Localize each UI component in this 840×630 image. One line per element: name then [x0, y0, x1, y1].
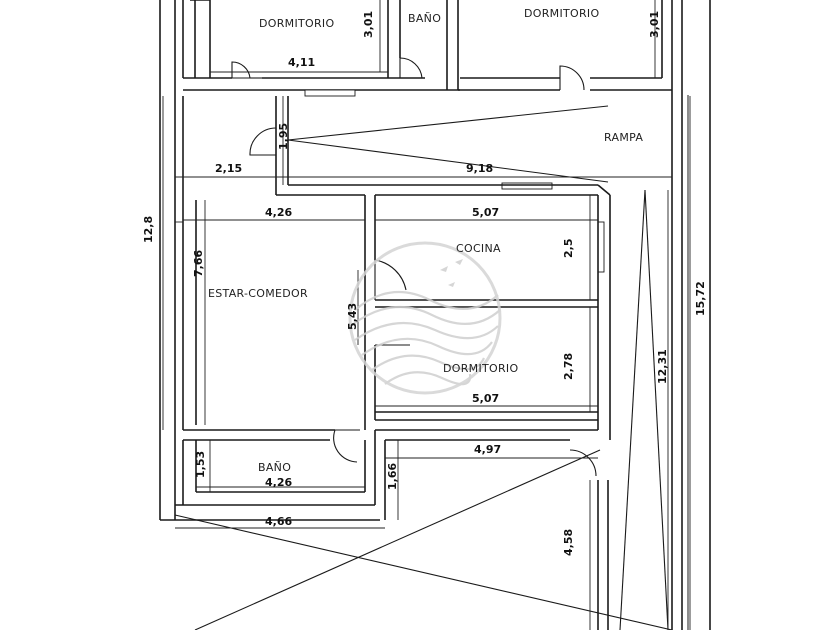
dim-1-53: 1,53 [194, 451, 207, 478]
dim-3-01-right: 3,01 [648, 11, 661, 38]
dim-7-66: 7,66 [192, 250, 205, 277]
dim-12-31: 12,31 [656, 349, 669, 384]
room-label-estar-comedor: ESTAR-COMEDOR [208, 287, 308, 300]
parking-lines [174, 449, 673, 630]
dim-2-5: 2,5 [562, 239, 575, 259]
dim-3-01-left: 3,01 [362, 11, 375, 38]
dim-1-95: 1,95 [277, 123, 290, 150]
room-label-bano-bottom: BAÑO [258, 461, 291, 474]
room-label-dormitorio-top-left: DORMITORIO [259, 17, 334, 30]
bottom-bath-walls [182, 429, 609, 630]
room-label-dormitorio-mid: DORMITORIO [443, 362, 518, 375]
room-label-cocina: COCINA [456, 242, 501, 255]
watermark-logo [348, 241, 502, 395]
doors [231, 57, 597, 477]
corridor-walls [182, 96, 611, 440]
dimension-lines [162, 0, 691, 630]
windows [304, 89, 605, 273]
middle-walls [364, 194, 598, 520]
dim-4-26-top: 4,26 [265, 206, 292, 219]
dim-4-97: 4,97 [474, 443, 501, 456]
dim-4-66: 4,66 [265, 515, 292, 528]
dim-4-11: 4,11 [288, 56, 315, 69]
dim-5-07-bottom: 5,07 [472, 392, 499, 405]
room-labels: DORMITORIO BAÑO DORMITORIO RAMPA COCINA … [208, 7, 643, 474]
dim-5-07-top: 5,07 [472, 206, 499, 219]
dim-2-78: 2,78 [562, 353, 575, 380]
dim-5-43: 5,43 [346, 303, 359, 330]
room-label-bano-top: BAÑO [408, 12, 441, 25]
top-rooms-walls [182, 0, 672, 91]
ramp-lines [287, 105, 669, 630]
dimension-labels: 3,01 4,11 3,01 1,95 2,15 9,18 12,8 4,26 … [142, 11, 707, 556]
dim-12-8: 12,8 [142, 216, 155, 243]
dim-9-18: 9,18 [466, 162, 493, 175]
dim-15-72: 15,72 [694, 281, 707, 316]
exterior-walls [159, 0, 711, 630]
dim-1-66: 1,66 [386, 463, 399, 490]
room-label-rampa: RAMPA [604, 131, 643, 144]
dim-2-15: 2,15 [215, 162, 242, 175]
dim-4-58: 4,58 [562, 529, 575, 556]
room-label-dormitorio-top-right: DORMITORIO [524, 7, 599, 20]
dim-4-26-bottom: 4,26 [265, 476, 292, 489]
